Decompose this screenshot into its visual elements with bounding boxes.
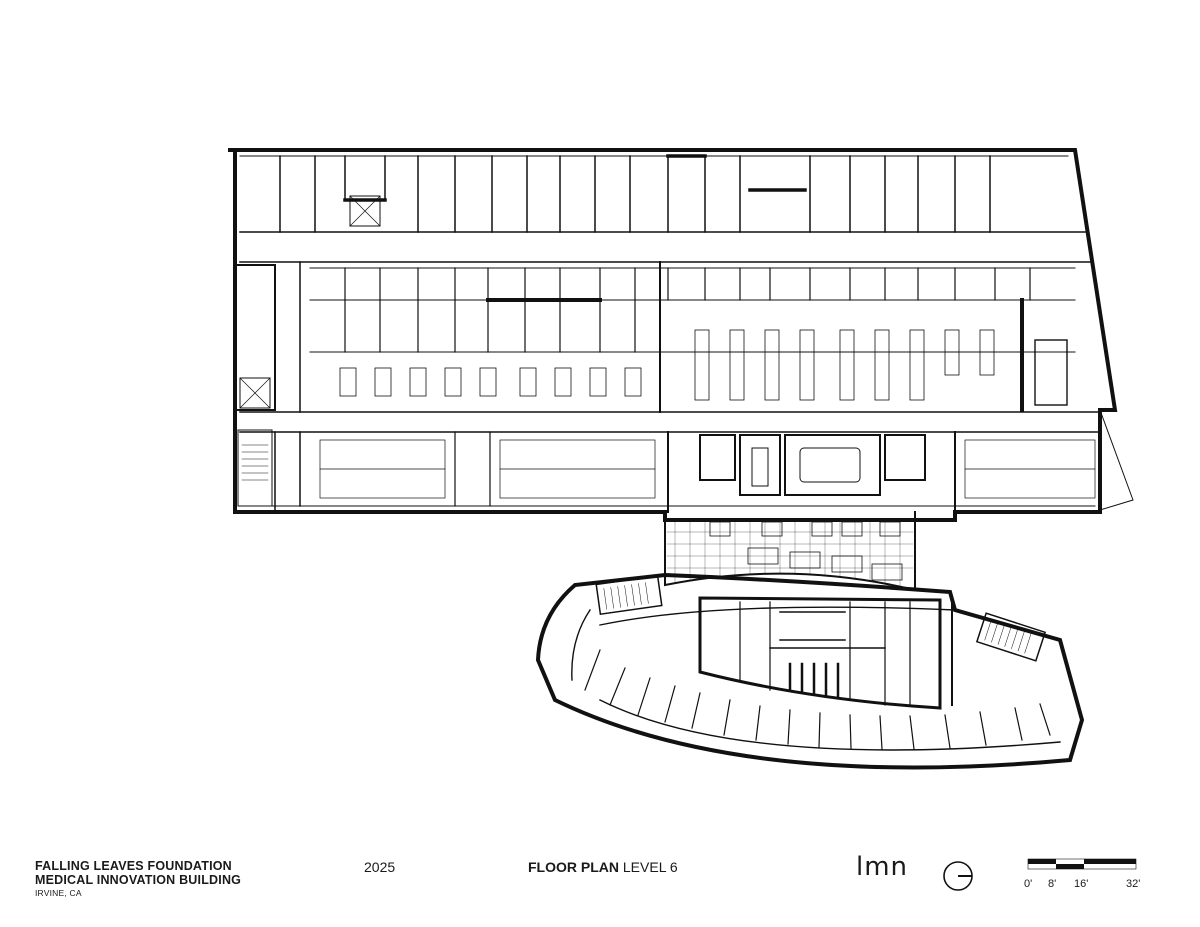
south-corridor bbox=[239, 411, 1099, 433]
scale-label-16: 16' bbox=[1074, 878, 1089, 890]
north-arrow-icon bbox=[943, 861, 973, 891]
scale-bar-graphic bbox=[1027, 858, 1137, 870]
curved-wing-outline bbox=[535, 572, 1085, 770]
sheet-title-level: LEVEL 6 bbox=[619, 859, 678, 875]
scale-label-0: 0' bbox=[1024, 878, 1033, 890]
project-name-line2: MEDICAL INNOVATION BUILDING bbox=[35, 873, 242, 887]
main-building-outline bbox=[228, 148, 1118, 522]
scale-label-8: 8' bbox=[1048, 878, 1057, 890]
title-block: FALLING LEAVES FOUNDATION MEDICAL INNOVA… bbox=[0, 852, 1200, 918]
firm-logo: lmn bbox=[856, 852, 909, 882]
north-corridor bbox=[239, 231, 1091, 263]
year: 2025 bbox=[364, 859, 396, 875]
sheet-title: FLOOR PLAN LEVEL 6 bbox=[528, 859, 678, 875]
service-core bbox=[698, 596, 942, 710]
terrace-outline bbox=[664, 511, 916, 592]
project-location: IRVINE, CA bbox=[35, 888, 82, 898]
floor-plan-drawing bbox=[228, 148, 1134, 770]
sheet-title-bold: FLOOR PLAN bbox=[528, 859, 619, 875]
scale-label-32: 32' bbox=[1126, 878, 1141, 890]
scale-bar: 0' 8' 16' 32' bbox=[1024, 858, 1141, 898]
project-name-line1: FALLING LEAVES FOUNDATION bbox=[35, 859, 232, 873]
